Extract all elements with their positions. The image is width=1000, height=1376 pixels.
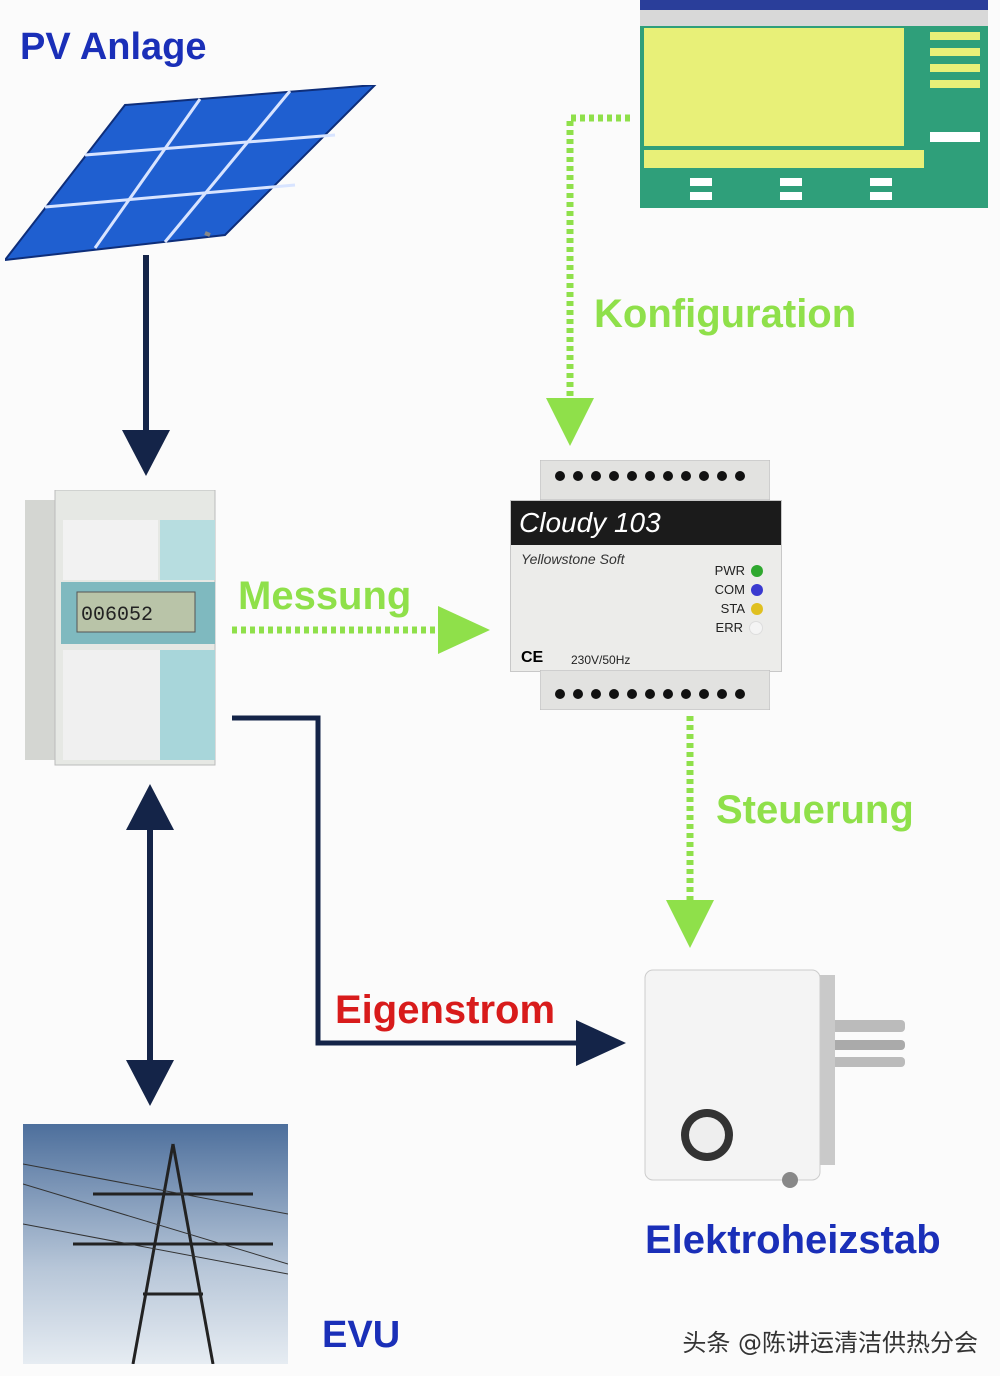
voltage-rating: 230V/50Hz: [571, 653, 631, 667]
led-com: COM: [715, 582, 763, 597]
steuerung-label: Steuerung: [716, 788, 914, 832]
pv-anlage-label: PV Anlage: [20, 26, 207, 68]
sta-led-icon: [751, 602, 763, 615]
controller-name-band: Cloudy 103: [511, 501, 781, 545]
err-led-icon: [749, 620, 763, 635]
immersion-heater-image: [644, 969, 905, 1188]
arrow-head-konfiguration: [546, 398, 594, 446]
arrow-eigenstrom: [232, 715, 590, 1046]
energy-meter-image: 006052: [25, 490, 216, 766]
pwr-led-icon: [751, 564, 763, 577]
controller-body: Cloudy 103 Yellowstone Soft PWR COM STA …: [510, 500, 782, 672]
arrow-head-steuerung: [666, 900, 714, 948]
elektroheizstab-label: Elektroheizstab: [645, 1218, 941, 1262]
evu-label: EVU: [322, 1314, 401, 1356]
led-sta: STA: [721, 601, 763, 616]
meter-display: 006052: [81, 604, 153, 627]
watermark: 头条 @陈讲运清洁供热分会: [682, 1329, 978, 1357]
led-pwr: PWR: [715, 563, 763, 578]
power-tower-photo: [23, 1124, 288, 1364]
arrow-head-down-evu: [126, 1060, 174, 1106]
led-err: ERR: [716, 620, 763, 635]
controller-name: Cloudy 103: [519, 507, 661, 538]
controller-device: Cloudy 103 Yellowstone Soft PWR COM STA …: [510, 460, 782, 710]
messung-label: Messung: [238, 574, 412, 618]
konfiguration-label: Konfiguration: [594, 292, 857, 336]
terminal-row-top: [540, 460, 770, 500]
arrow-head-eigenstrom: [576, 1020, 626, 1066]
arrow-konfiguration: [566, 114, 630, 410]
terminal-row-bottom: [540, 670, 770, 710]
ce-mark: CE: [521, 649, 544, 666]
arrow-head-up-meter: [126, 784, 174, 830]
arrow-head-pv-meter: [122, 430, 170, 476]
configuration-software-screenshot: [640, 0, 988, 208]
controller-brand: Yellowstone Soft: [521, 551, 625, 567]
arrow-head-messung: [438, 606, 490, 654]
eigenstrom-label: Eigenstrom: [335, 988, 556, 1032]
com-led-icon: [751, 583, 763, 596]
solar-panel-image: [5, 85, 377, 262]
